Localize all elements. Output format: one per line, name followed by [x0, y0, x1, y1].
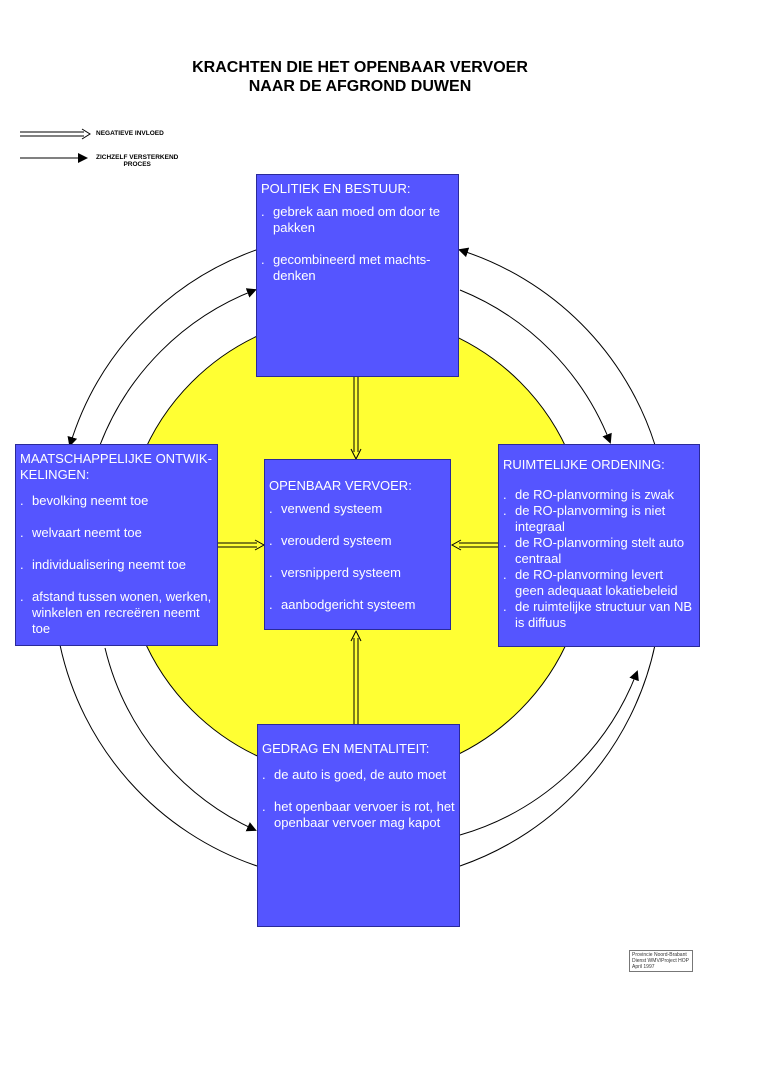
box-header: MAATSCHAPPELIJKE ONTWIK- KELINGEN: — [20, 451, 212, 482]
list-item: .de auto is goed, de auto moet — [262, 767, 447, 782]
footer-note: Provincie Noord-Brabant Dienst WMV/Proje… — [629, 950, 693, 972]
list-item: .bevolking neemt toe — [20, 493, 149, 508]
box-header: RUIMTELIJKE ORDENING: — [503, 457, 665, 472]
box-politiek-bestuur: POLITIEK EN BESTUUR: .gebrek aan moed om… — [256, 174, 459, 377]
list-item: .versnipperd systeem — [269, 565, 401, 580]
legend-self-line-2: PROCES — [123, 161, 151, 168]
list-item: .gebrek aan moed om door te pakken — [261, 204, 440, 235]
list-item: .afstand tussen wonen, werken, winkelen … — [20, 589, 212, 636]
outer-arc-top-left — [67, 249, 257, 447]
title-line-2: NAAR DE AFGROND DUWEN — [248, 78, 472, 95]
box-header: OPENBAAR VERVOER: — [269, 478, 412, 493]
outer-arc-bottom-left — [59, 644, 258, 867]
box-maatschappelijke-ontwikkelingen: MAATSCHAPPELIJKE ONTWIK- KELINGEN: .bevo… — [15, 444, 218, 646]
box-header: POLITIEK EN BESTUUR: — [261, 181, 411, 196]
footer-line-2: Dienst WMV/Project HOP — [632, 958, 689, 964]
box-gedrag-mentaliteit: GEDRAG EN MENTALITEIT: .de auto is goed,… — [257, 724, 460, 927]
legend-self-line-1: ZICHZELF VERSTERKEND — [96, 154, 179, 161]
list-item: .verwend systeem — [269, 501, 383, 516]
list-item: .verouderd systeem — [269, 533, 392, 548]
arrow-bottom-to-center — [350, 629, 362, 724]
outer-arc-top-right — [458, 247, 656, 446]
list-item: .het openbaar vervoer is rot, het openba… — [262, 799, 455, 830]
title-line-1: KRACHTEN DIE HET OPENBAAR VERVOER — [192, 59, 528, 76]
inner-arc-bottom-right — [459, 670, 639, 836]
footer-line-3: April 1997 — [632, 964, 655, 970]
page-title: KRACHTEN DIE HET OPENBAAR VERVOER NAAR D… — [110, 58, 610, 96]
legend-self-label: ZICHZELF VERSTERKEND PROCES — [96, 154, 178, 168]
list-item: .welvaart neemt toe — [20, 525, 142, 540]
box-openbaar-vervoer: OPENBAAR VERVOER: .verwend systeem .vero… — [264, 459, 451, 630]
list-item: .gecombineerd met machts-denken — [261, 252, 431, 283]
box-ruimtelijke-ordening: RUIMTELIJKE ORDENING: .de RO-planvorming… — [498, 444, 700, 647]
list-item: .de RO-planvorming levert geen adequaat … — [503, 567, 678, 598]
list-item: .de RO-planvorming is niet integraal — [503, 503, 666, 534]
legend-double-arrow-icon — [20, 128, 91, 140]
list-item: .de RO-planvorming stelt auto centraal — [503, 535, 685, 566]
inner-arc-top-left — [99, 288, 257, 446]
outer-arc-bottom-right — [459, 644, 656, 867]
legend-negative-label: NEGATIEVE INVLOED — [96, 130, 164, 137]
box-header: GEDRAG EN MENTALITEIT: — [262, 741, 430, 756]
inner-arc-bottom-left — [104, 647, 257, 832]
inner-arc-top-right — [459, 289, 612, 444]
list-item: .de RO-planvorming is zwak — [503, 487, 674, 502]
arrow-right-to-center — [450, 539, 498, 551]
list-item: .de ruimtelijke structuur van NB is diff… — [503, 599, 693, 630]
list-item: .aanbodgericht systeem — [269, 597, 416, 612]
footer-line-1: Provincie Noord-Brabant — [632, 952, 687, 958]
list-item: .individualisering neemt toe — [20, 557, 186, 572]
